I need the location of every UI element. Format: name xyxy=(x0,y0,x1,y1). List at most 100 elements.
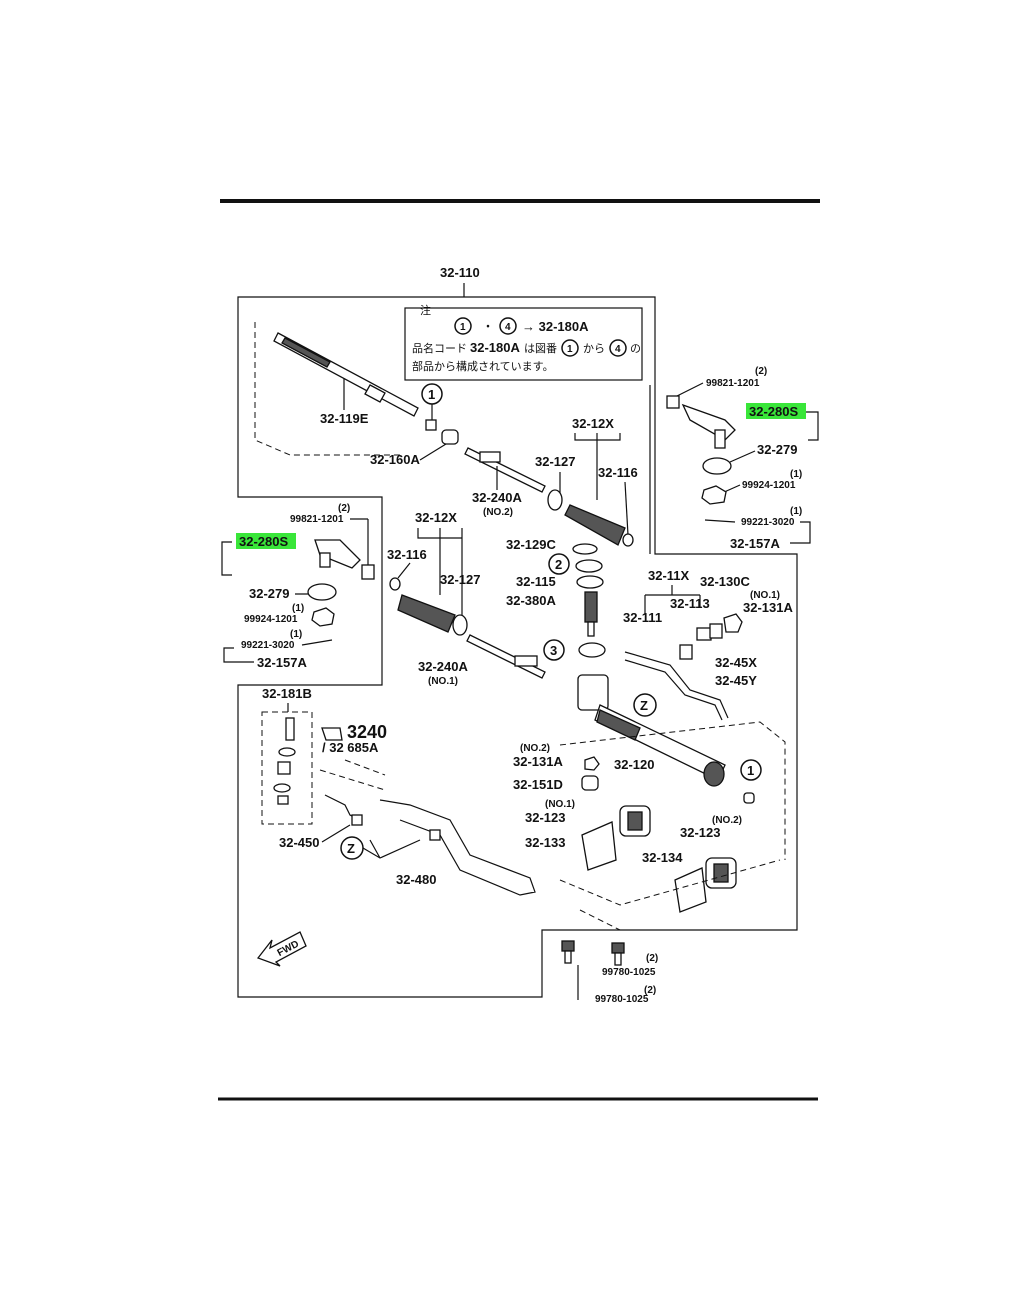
leader-116-left xyxy=(397,562,411,579)
bracket-157a-left xyxy=(223,647,254,663)
note-circle-4 xyxy=(499,317,517,335)
pipe-480 xyxy=(379,799,536,896)
label-99821-left: 99821-1201 xyxy=(290,514,344,525)
boot-right xyxy=(547,489,634,547)
washer-circle-2 xyxy=(575,559,603,573)
label-32-240a-left: 32-240A xyxy=(418,659,468,674)
seal-279-left xyxy=(307,583,337,601)
tie-rod-inner-right xyxy=(273,332,419,417)
nut-99821-left xyxy=(361,564,375,580)
note-circle-1-text: 1 xyxy=(460,322,466,333)
label-32-280s-left: 32-280S xyxy=(239,534,288,549)
leader-279-right xyxy=(729,450,756,463)
label-no1-left: (NO.1) xyxy=(428,676,458,687)
note-circle-4b xyxy=(609,339,627,357)
bracket-12x-left xyxy=(417,528,463,620)
nut-131a xyxy=(723,613,743,633)
note-line2-c: から xyxy=(583,342,605,355)
label-32-450: 32-450 xyxy=(279,835,319,850)
note-line2-code: 32-180A xyxy=(470,340,520,355)
bolt-99780-b xyxy=(611,942,625,966)
label-32-129c: 32-129C xyxy=(506,537,556,552)
callout-circle-z-right-text: Z xyxy=(640,698,648,713)
label-32-123-no2: 32-123 xyxy=(680,825,720,840)
nut-99924-left xyxy=(311,607,335,627)
note-circle-4-text: 4 xyxy=(505,322,511,333)
label-no2-131a: (NO.2) xyxy=(520,743,550,754)
dash-guide-mounts xyxy=(559,859,781,931)
label-99780-b: 99780-1025 xyxy=(595,994,649,1005)
washer-115 xyxy=(576,575,604,589)
kit-181b-box xyxy=(261,711,313,825)
seal-129c xyxy=(572,543,598,555)
note-title: 注 xyxy=(420,303,431,317)
label-32-240a-right: 32-240A xyxy=(472,490,522,505)
label-99924-right: 99924-1201 xyxy=(742,480,796,491)
leader-450 xyxy=(321,824,351,843)
ref-3240: 3240 xyxy=(347,722,387,742)
mount-123-no2 xyxy=(705,857,737,889)
pinion-380a xyxy=(584,591,598,637)
label-99924-left: 99924-1201 xyxy=(244,614,298,625)
label-32-45x: 32-45X xyxy=(715,655,757,670)
boot-left xyxy=(397,594,468,636)
label-32-130c: 32-130C xyxy=(700,574,750,589)
note-line3: 部品から構成されています。 xyxy=(412,359,554,373)
pipe-45y xyxy=(624,659,723,721)
label-32-134: 32-134 xyxy=(642,850,683,865)
bushing-160a xyxy=(441,429,459,445)
label-32-127-right: 32-127 xyxy=(535,454,575,469)
dash-guide-housing xyxy=(559,721,786,860)
label-32-12x-left: 32-12X xyxy=(415,510,457,525)
cap-151d xyxy=(581,775,599,791)
bracket-11x xyxy=(644,585,701,615)
ref-32685a: / 32 685A xyxy=(322,740,379,755)
label-32-157a-right: 32-157A xyxy=(730,536,780,551)
highlight-280s-right xyxy=(746,403,806,419)
qty-99821-left: (2) xyxy=(338,503,350,514)
label-32-115: 32-115 xyxy=(516,574,556,589)
note-box xyxy=(404,307,643,381)
label-32-279-left: 32-279 xyxy=(249,586,289,601)
label-32-119e: 32-119E xyxy=(320,411,369,426)
note-dot: ・ xyxy=(483,322,493,333)
callout-circle-2 xyxy=(548,553,570,575)
note-line2-d: の xyxy=(630,342,641,355)
label-99780-a: 99780-1025 xyxy=(602,967,656,978)
bracket-12x-right xyxy=(574,433,621,500)
label-32-12x-right: 32-12X xyxy=(572,416,614,431)
main-frame xyxy=(237,296,798,998)
nut-131a-b xyxy=(584,756,600,771)
mount-123-no1 xyxy=(619,805,651,837)
highlight-280s-left xyxy=(236,533,296,549)
label-32-160a: 32-160A xyxy=(370,452,420,467)
callout-circle-1-text: 1 xyxy=(428,387,435,402)
bushing-small xyxy=(425,419,437,431)
label-32-110: 32-110 xyxy=(440,265,480,280)
qty-99221-right: (1) xyxy=(790,506,802,517)
label-32-131a-b: 32-131A xyxy=(513,754,563,769)
label-32-116-right: 32-116 xyxy=(598,465,638,480)
callout-circle-1-right-text: 1 xyxy=(747,763,754,778)
bracket-134 xyxy=(674,867,707,913)
label-32-120: 32-120 xyxy=(614,757,654,772)
fwd-arrow-icon xyxy=(256,931,307,967)
label-32-280s-right: 32-280S xyxy=(749,404,798,419)
qty-99924-left: (1) xyxy=(292,603,304,614)
bracket-280s-right xyxy=(806,411,819,441)
cotter-pin-right xyxy=(704,519,736,523)
bushing-right-end xyxy=(743,792,755,804)
dash-guide-rod xyxy=(254,322,400,456)
leader-99821-right xyxy=(674,382,704,398)
leader-160a xyxy=(419,443,447,461)
qty-99780-a: (2) xyxy=(646,953,658,964)
bracket-157a-right xyxy=(790,521,811,544)
label-32-480: 32-480 xyxy=(396,872,436,887)
note-circle-1 xyxy=(454,317,472,335)
label-32-380a: 32-380A xyxy=(506,593,556,608)
label-32-127-left: 32-127 xyxy=(440,572,480,587)
label-32-45y: 32-45Y xyxy=(715,673,757,688)
pipe-45x xyxy=(624,651,729,719)
callout-circle-3-text: 3 xyxy=(550,643,557,658)
